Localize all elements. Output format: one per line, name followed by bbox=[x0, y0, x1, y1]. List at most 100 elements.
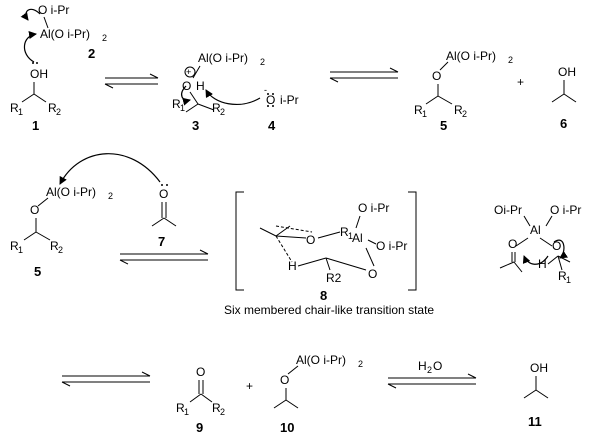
c-methyl-bond bbox=[535, 389, 549, 399]
r2-label: R bbox=[50, 239, 59, 253]
compound-number-3: 3 bbox=[192, 118, 199, 133]
r1-subscript: 1 bbox=[180, 103, 185, 113]
curved-arrow bbox=[23, 31, 37, 63]
o-al-bond bbox=[523, 215, 531, 227]
right-bracket bbox=[408, 191, 417, 291]
r1-subscript: 1 bbox=[18, 107, 23, 117]
r1-subscript: 1 bbox=[566, 275, 571, 285]
equilibrium-arrow bbox=[104, 73, 159, 89]
c-methyl-bond bbox=[273, 399, 287, 409]
aluminum-subscript: 2 bbox=[358, 359, 363, 369]
equilibrium-arrow bbox=[61, 371, 151, 387]
r2-label: R bbox=[212, 401, 221, 415]
oxygen-label: O bbox=[182, 79, 191, 93]
oxygen-label: O bbox=[432, 69, 441, 83]
c-r1-bond bbox=[189, 393, 202, 403]
c-r2-bond bbox=[325, 257, 331, 271]
compound-number-10: 10 bbox=[280, 420, 294, 435]
al-o-bond bbox=[539, 237, 553, 247]
lone-pair-dot bbox=[166, 184, 168, 186]
aluminum-subscript: 2 bbox=[508, 55, 513, 65]
compound-number-4: 4 bbox=[268, 118, 276, 133]
aluminum-subscript: 2 bbox=[108, 191, 113, 201]
c-r1-bond bbox=[23, 231, 37, 241]
r1-subscript: 1 bbox=[422, 109, 427, 119]
r1-label: R bbox=[10, 101, 19, 115]
compound-number-2: 2 bbox=[88, 46, 95, 61]
al-o-bond bbox=[515, 237, 529, 247]
r2-label: R bbox=[454, 103, 463, 117]
water-o-label: O bbox=[433, 359, 442, 373]
curved-arrow bbox=[20, 8, 41, 21]
aluminum-label: Al(O i-Pr) bbox=[40, 27, 90, 41]
compound-4: - O i-Pr 4 bbox=[205, 85, 299, 133]
arrow-barb bbox=[387, 383, 397, 389]
compound-3: Al(O i-Pr) 2 + O H R 1 R 2 3 bbox=[172, 51, 265, 133]
arrow-barb bbox=[199, 249, 209, 255]
oxygen-label: O bbox=[196, 365, 205, 379]
compound-7: O 7 bbox=[151, 184, 177, 249]
oxygen-keto-label: O bbox=[508, 237, 517, 251]
partial-bond bbox=[275, 225, 313, 233]
c-r2-bond bbox=[200, 393, 213, 403]
oxygen-ring-label: O bbox=[552, 239, 561, 253]
water-h-label: H bbox=[418, 359, 427, 373]
chair-transition-state: Oi-Pr O i-Pr Al O O H R 1 bbox=[494, 203, 581, 285]
lone-pair-dot bbox=[36, 62, 38, 64]
c-methyl-bond bbox=[499, 261, 515, 269]
o-al-bond bbox=[317, 231, 341, 239]
compound-number-7: 7 bbox=[158, 234, 165, 249]
r2-subscript: 2 bbox=[462, 109, 467, 119]
r1-subscript: 1 bbox=[184, 407, 189, 417]
curved-arrow bbox=[181, 85, 191, 106]
c-methyl-bond bbox=[151, 217, 165, 227]
lone-pair-dot bbox=[161, 184, 163, 186]
o-al-bond bbox=[43, 16, 49, 29]
hydrogen-label: H bbox=[538, 257, 547, 271]
r2-subscript: 2 bbox=[220, 107, 225, 117]
isopropyl-label: i-Pr bbox=[280, 93, 299, 107]
c-o-bond bbox=[189, 91, 199, 105]
al-o-bond bbox=[367, 239, 377, 245]
hydroxyl-label: OH bbox=[558, 65, 576, 79]
arrow-barb bbox=[389, 67, 399, 73]
r1-label: R bbox=[172, 97, 181, 111]
compound-number-9: 9 bbox=[196, 420, 203, 435]
oxygen-label: O bbox=[280, 373, 289, 387]
c-methyl-bond bbox=[551, 93, 565, 103]
c-methyl-bond bbox=[285, 399, 299, 409]
compound-number-8: 8 bbox=[320, 288, 327, 303]
oxygen-label: O bbox=[30, 203, 39, 217]
arrow-barb bbox=[61, 381, 71, 387]
r2-label: R2 bbox=[326, 271, 342, 285]
aluminum-label: Al(O i-Pr) bbox=[198, 51, 248, 65]
c-methyl-bond bbox=[523, 389, 537, 399]
compound-number-5: 5 bbox=[34, 264, 41, 279]
r2-subscript: 2 bbox=[56, 107, 61, 117]
c-r1-bond bbox=[557, 255, 563, 271]
r2-label: R bbox=[212, 101, 221, 115]
hydrogen-label: H bbox=[196, 79, 205, 93]
transition-state-8: O i-Pr R 1 Al O i-Pr O H O R2 8 bbox=[235, 191, 417, 303]
r2-label: R bbox=[48, 101, 57, 115]
r1-subscript: 1 bbox=[348, 231, 353, 241]
o-al-bond bbox=[439, 61, 449, 71]
compound-5: Al(O i-Pr) 2 O R 1 R 2 5 bbox=[414, 49, 513, 133]
c-h-bond bbox=[547, 255, 559, 265]
c-r2-bond bbox=[35, 231, 51, 241]
arrow-barb bbox=[149, 73, 159, 79]
compound-number-6: 6 bbox=[560, 116, 567, 131]
arrow-barb bbox=[119, 259, 129, 265]
compound-9: O R 1 R 2 9 bbox=[176, 365, 225, 435]
c-methyl-bond bbox=[513, 261, 523, 273]
arrow-barb bbox=[329, 77, 339, 83]
left-bracket bbox=[235, 191, 244, 291]
equilibrium-arrow bbox=[329, 67, 399, 83]
aluminum-label: Al(O i-Pr) bbox=[296, 353, 346, 367]
o-al-bond bbox=[37, 197, 49, 207]
aluminum-label: Al(O i-Pr) bbox=[446, 49, 496, 63]
o-al-bond bbox=[355, 215, 361, 229]
r1-subscript: 1 bbox=[18, 245, 23, 255]
c-r1-bond bbox=[185, 103, 199, 113]
